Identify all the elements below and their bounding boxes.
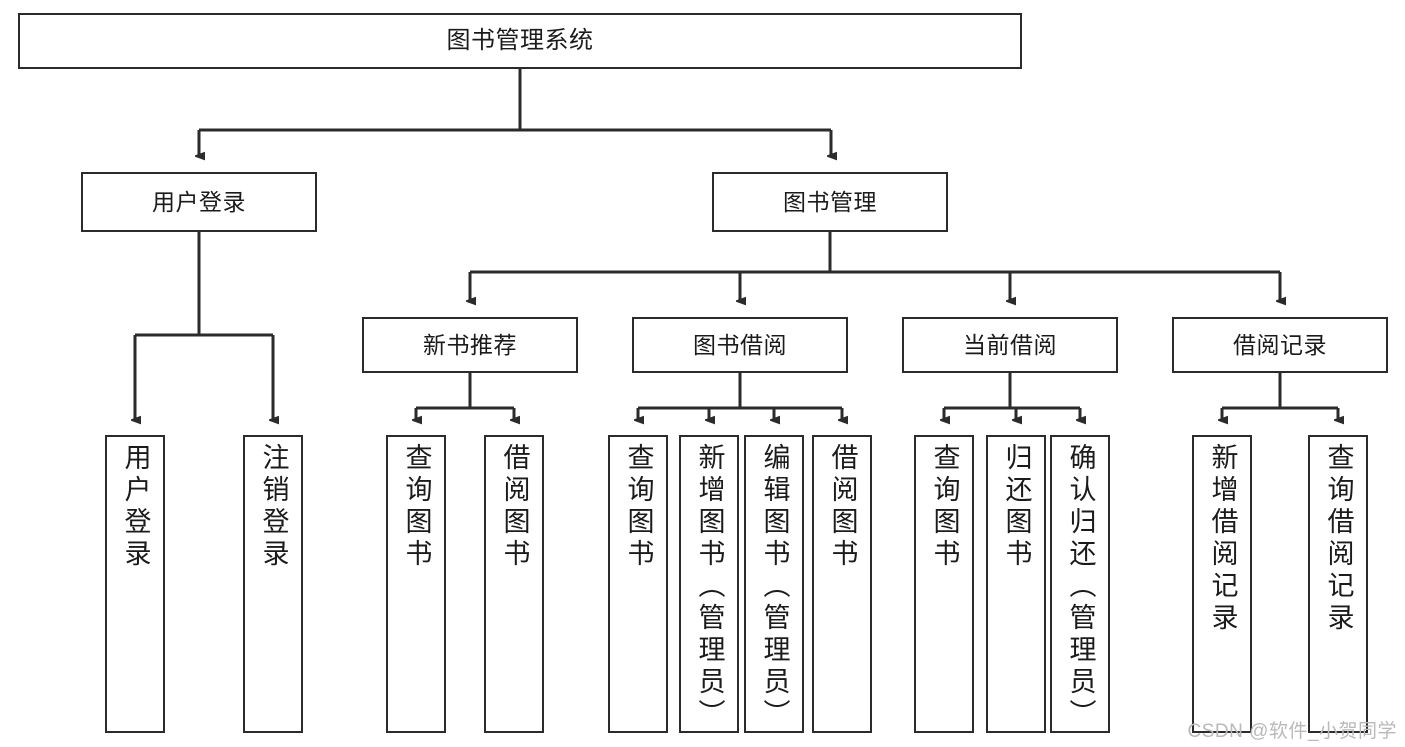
leaf-query-book-current-label: 查询图书	[929, 443, 960, 571]
leaf-query-book-rec[interactable]: 查询图书	[386, 435, 446, 733]
node-current-borrow[interactable]: 当前借阅	[902, 317, 1118, 373]
leaf-query-borrow-record[interactable]: 查询借阅记录	[1308, 435, 1368, 733]
leaf-edit-book-admin[interactable]: 编辑图书（管理员）	[744, 435, 804, 733]
leaf-return-book-label: 归还图书	[1001, 443, 1032, 571]
leaf-return-book[interactable]: 归还图书	[986, 435, 1046, 733]
node-borrow-record-label: 借阅记录	[1233, 331, 1327, 358]
leaf-borrow-book-rec[interactable]: 借阅图书	[484, 435, 544, 733]
leaf-add-book-admin-label: 新增图书（管理员）	[694, 443, 725, 731]
leaf-confirm-return-admin[interactable]: 确认归还（管理员）	[1050, 435, 1110, 733]
node-current-borrow-label: 当前借阅	[963, 331, 1057, 358]
node-root[interactable]: 图书管理系统	[18, 13, 1022, 69]
node-root-label: 图书管理系统	[446, 27, 594, 55]
leaf-add-borrow-record[interactable]: 新增借阅记录	[1192, 435, 1252, 733]
leaf-query-borrow-record-label: 查询借阅记录	[1323, 443, 1354, 635]
leaf-edit-book-admin-label: 编辑图书（管理员）	[759, 443, 790, 731]
node-new-book-recommend[interactable]: 新书推荐	[362, 317, 578, 373]
node-borrow-record[interactable]: 借阅记录	[1172, 317, 1388, 373]
node-new-book-recommend-label: 新书推荐	[423, 331, 517, 358]
csdn-watermark: CSDN @软件_小贺同学	[1187, 721, 1397, 742]
leaf-borrow-book-borrow[interactable]: 借阅图书	[812, 435, 872, 733]
node-book-borrow-label: 图书借阅	[693, 331, 787, 358]
leaf-add-book-admin[interactable]: 新增图书（管理员）	[679, 435, 739, 733]
leaf-query-book-current[interactable]: 查询图书	[914, 435, 974, 733]
leaf-logout-login[interactable]: 注销登录	[243, 435, 303, 733]
leaf-borrow-book-borrow-label: 借阅图书	[827, 443, 858, 571]
node-user-login[interactable]: 用户登录	[81, 172, 317, 232]
node-book-manage-label: 图书管理	[783, 188, 877, 215]
leaf-query-book-borrow-label: 查询图书	[623, 443, 654, 571]
node-book-manage[interactable]: 图书管理	[712, 172, 948, 232]
leaf-query-book-borrow[interactable]: 查询图书	[608, 435, 668, 733]
leaf-user-login[interactable]: 用户登录	[105, 435, 165, 733]
node-book-borrow[interactable]: 图书借阅	[632, 317, 848, 373]
leaf-confirm-return-admin-label: 确认归还（管理员）	[1065, 443, 1096, 731]
leaf-logout-login-label: 注销登录	[258, 443, 289, 571]
leaf-add-borrow-record-label: 新增借阅记录	[1207, 443, 1238, 635]
leaf-borrow-book-rec-label: 借阅图书	[499, 443, 530, 571]
leaf-query-book-rec-label: 查询图书	[401, 443, 432, 571]
node-user-login-label: 用户登录	[152, 188, 246, 215]
leaf-user-login-label: 用户登录	[120, 443, 151, 571]
